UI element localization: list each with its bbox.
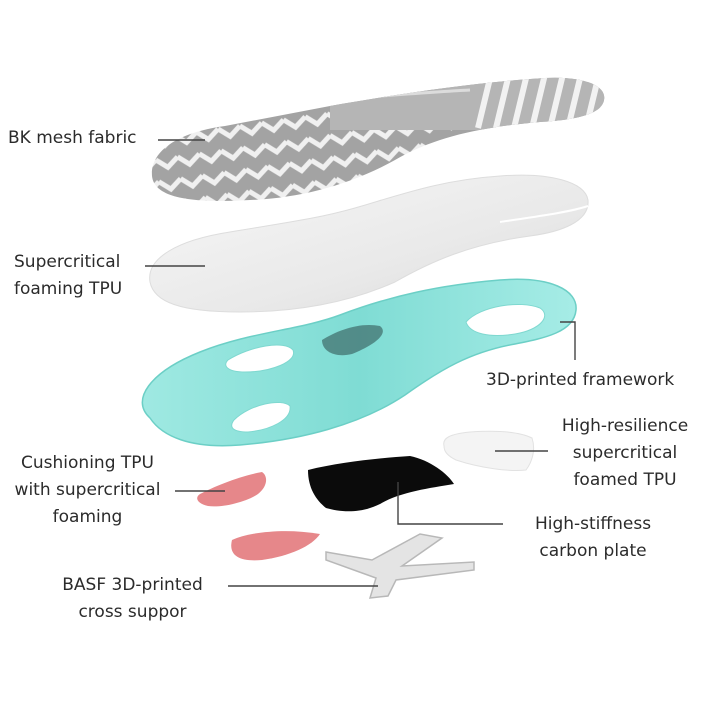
label-cushioning-tpu: Cushioning TPU with supercritical foamin…	[14, 453, 161, 527]
label-high-resilience-tpu: High-resilience supercritical foamed TPU	[561, 416, 689, 490]
label-supercritical-foaming-tpu: Supercritical foaming TPU	[14, 252, 123, 299]
leader-carbon	[397, 482, 503, 525]
label-3d-printed-framework: 3D-printed framework	[486, 370, 675, 390]
label-bk-mesh-fabric: BK mesh fabric	[8, 128, 137, 148]
carbon-plate	[308, 456, 454, 512]
label-carbon-plate: High-stiffness carbon plate	[534, 514, 652, 561]
resilience-pad	[443, 430, 535, 471]
framework-layer	[141, 278, 577, 447]
cushion-pieces	[197, 472, 320, 561]
foam-tpu-layer	[149, 174, 589, 313]
leader-framework	[560, 321, 576, 360]
cross-support	[325, 533, 475, 599]
label-cross-support: BASF 3D-printed cross suppor	[62, 575, 203, 622]
leader-lines	[145, 139, 576, 587]
